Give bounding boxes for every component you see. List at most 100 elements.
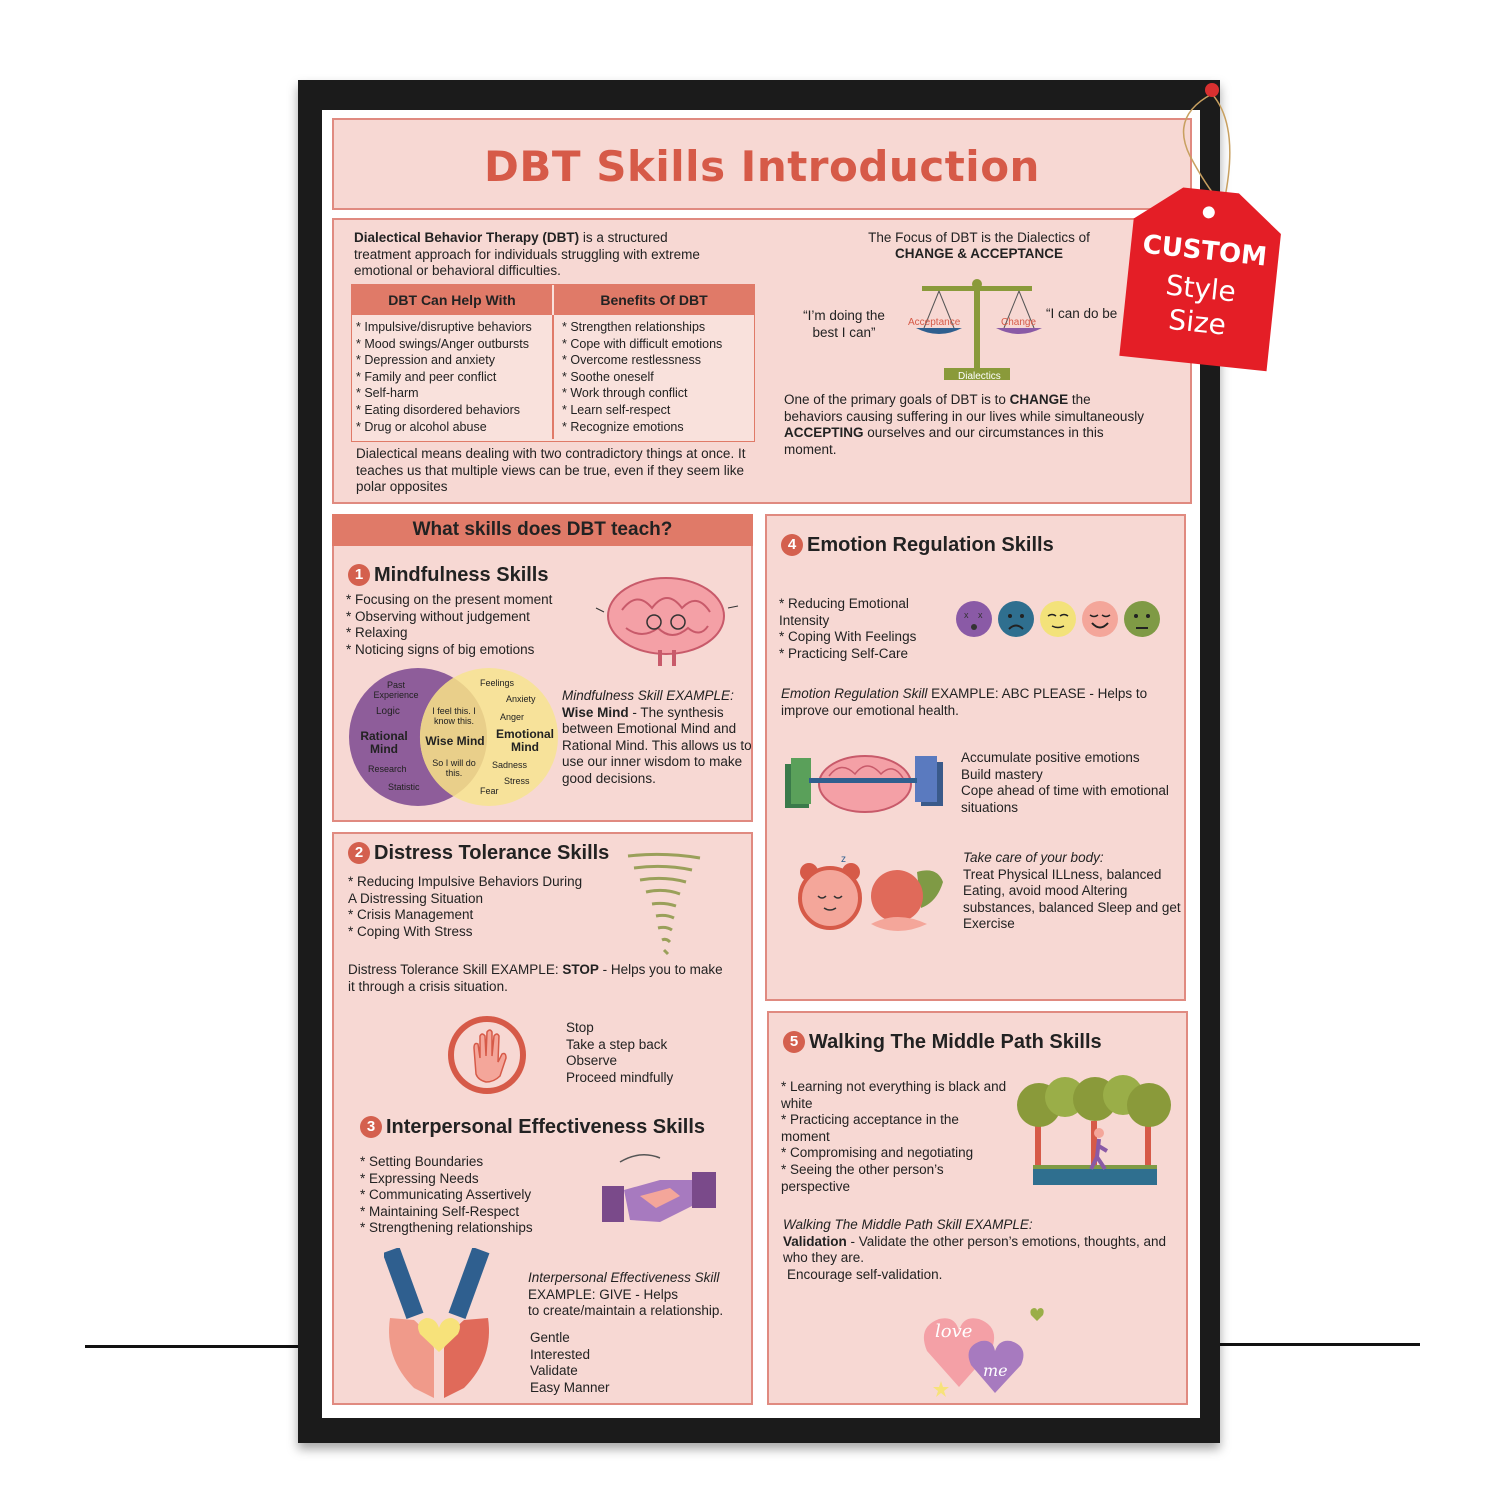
dbt-table: DBT Can Help With Benefits Of DBT Impuls… — [351, 284, 755, 442]
calm-face-icon — [1040, 601, 1076, 637]
list-item: Overcome restlessness — [562, 352, 722, 369]
list-item: Drug or alcohol abuse — [356, 419, 532, 436]
interpersonal-example: Interpersonal Effectiveness Skill EXAMPL… — [528, 1270, 724, 1318]
list-item: Reducing Impulsive Behaviors During A Di… — [348, 874, 588, 907]
acronym-line: Gentle — [530, 1330, 570, 1345]
scale-acceptance-label: Acceptance — [908, 317, 961, 328]
love-hearts-icon — [923, 1308, 1044, 1397]
heart-text-love: love — [935, 1321, 973, 1342]
venn-right-word: Anger — [500, 712, 525, 722]
sad-face-icon — [998, 601, 1034, 637]
list-item: Coping With Stress — [348, 924, 588, 941]
interpersonal-list: Setting Boundaries Expressing Needs Comm… — [360, 1154, 533, 1237]
list-item: Recognize emotions — [562, 419, 722, 436]
distress-list: Reducing Impulsive Behaviors During A Di… — [348, 874, 588, 940]
list-item: Coping With Feelings — [779, 629, 949, 646]
list-item: Work through conflict — [562, 385, 722, 402]
skills-header: What skills does DBT teach? — [332, 514, 753, 546]
scale-change-label: Change — [1001, 317, 1037, 328]
venn-diagram — [349, 668, 558, 806]
venn-center-top: I feel this. I know this. — [432, 706, 476, 726]
brain-icon — [595, 577, 739, 666]
list-item: Focusing on the present moment — [346, 592, 552, 609]
venn-right-word: Stress — [504, 776, 530, 786]
hands-heart-icon — [384, 1248, 490, 1398]
venn-right-word: Sadness — [492, 760, 528, 770]
emotion-example: Emotion Regulation Skill EXAMPLE: ABC PL… — [781, 686, 1148, 718]
please-block: Take care of your body: Treat Physical I… — [963, 850, 1181, 931]
section-number: 4 — [781, 534, 803, 556]
list-item: Mood swings/Anger outbursts — [356, 336, 532, 353]
middle-path-example: Walking The Middle Path Skill EXAMPLE: V… — [783, 1217, 1166, 1282]
acronym-line: Build mastery — [961, 766, 1043, 782]
park-path-icon — [1017, 1075, 1171, 1185]
acronym-line: Cope ahead of time with emotional situat… — [961, 783, 1169, 815]
svg-text:z: z — [841, 854, 846, 865]
tag-string-icon — [1182, 83, 1231, 203]
dialectical-text: Dialectical means dealing with two contr… — [356, 446, 746, 494]
focus-line2: CHANGE & ACCEPTANCE — [894, 246, 1063, 261]
list-item: Relaxing — [346, 625, 552, 642]
middle-path-list: Learning not everything is black and whi… — [781, 1079, 1011, 1195]
stop-hand-icon — [448, 1016, 526, 1094]
list-item: Strengthening relationships — [360, 1220, 533, 1237]
acronym-line: Easy Manner — [530, 1379, 610, 1395]
alarm-clock-icon: zz — [798, 854, 862, 930]
venn-right-word: Fear — [480, 786, 499, 796]
acronym-line: Validate — [530, 1363, 578, 1378]
floor-shadow-right — [1220, 1343, 1420, 1346]
venn-left-word: Research — [368, 764, 407, 774]
venn-right-word: Anxiety — [506, 694, 536, 704]
svg-text:x: x — [978, 610, 983, 620]
happy-face-icon — [1082, 601, 1118, 637]
mindfulness-example: Mindfulness Skill EXAMPLE: Wise Mind - T… — [562, 688, 752, 786]
list-item: Maintaining Self-Respect — [360, 1204, 533, 1221]
intro-text: Dialectical Behavior Therapy (DBT) is a … — [354, 230, 700, 278]
section-number: 3 — [360, 1116, 382, 1138]
list-item: Observing without judgement — [346, 609, 552, 626]
list-item: Seeing the other person’s perspective — [781, 1162, 1011, 1195]
floor-shadow-left — [85, 1345, 300, 1348]
goal-text: One of the primary goals of DBT is to CH… — [784, 392, 1144, 457]
venn-right-word: Feelings — [480, 678, 515, 688]
acronym-line: Accumulate positive emotions — [961, 750, 1140, 765]
section-number: 2 — [348, 842, 370, 864]
abc-list: Accumulate positive emotions Build maste… — [961, 750, 1176, 816]
list-item: Communicating Assertively — [360, 1187, 533, 1204]
venn-wise-title: Wise Mind — [425, 734, 485, 748]
help-list: Impulsive/disruptive behaviors Mood swin… — [356, 319, 532, 436]
list-item: Expressing Needs — [360, 1171, 533, 1188]
balance-scale-icon — [916, 279, 1042, 380]
acronym-line: Proceed mindfully — [566, 1069, 674, 1085]
venn-rational-title: Rational Mind — [360, 729, 408, 756]
apple-fish-icon — [871, 870, 943, 931]
benefits-list: Strengthen relationships Cope with diffi… — [562, 319, 722, 435]
table-header-help: DBT Can Help With — [352, 285, 552, 315]
list-item: Strengthen relationships — [562, 319, 722, 336]
acronym-line: Interested — [530, 1346, 591, 1362]
list-item: Soothe oneself — [562, 369, 722, 386]
focus-line1: The Focus of DBT is the Dialectics of — [868, 230, 1090, 245]
list-item: Learn self-respect — [562, 402, 722, 419]
quote-right: “I can do be — [1046, 306, 1118, 321]
venn-left-word: Statistic — [388, 782, 420, 792]
brain-weights-icon — [785, 755, 943, 813]
list-item: Impulsive/disruptive behaviors — [356, 319, 531, 336]
list-item: Depression and anxiety — [356, 352, 532, 369]
venn-center-bottom: So I will do this. — [432, 758, 476, 778]
custom-tag: CUSTOM Style Size — [1115, 178, 1289, 375]
quote-left: “I’m doing the best I can” — [803, 308, 885, 340]
list-item: Compromising and negotiating — [781, 1145, 1011, 1162]
tornado-icon — [627, 852, 701, 956]
svg-text:x: x — [964, 610, 969, 620]
tag-shape-icon — [1119, 187, 1281, 372]
emotion-list: Reducing Emotional Intensity Coping With… — [779, 596, 949, 662]
list-item: Cope with difficult emotions — [562, 336, 722, 353]
list-item: Setting Boundaries — [360, 1154, 533, 1171]
